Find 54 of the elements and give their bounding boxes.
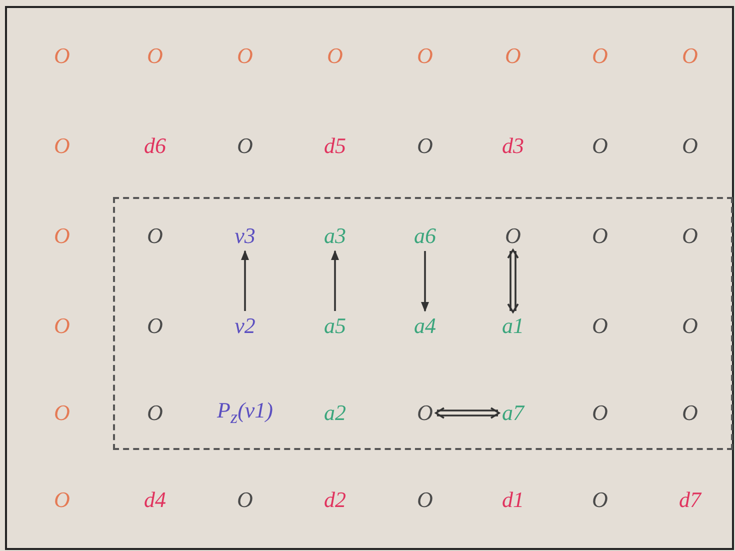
math-symbol: a6 [414, 225, 436, 247]
math-symbol: O [54, 489, 70, 511]
math-symbol: v2 [234, 315, 256, 337]
math-symbol: d6 [144, 135, 166, 157]
math-symbol: O [682, 402, 698, 424]
math-symbol: d2 [324, 489, 346, 511]
math-symbol: O [147, 45, 163, 67]
math-symbol: O [592, 402, 608, 424]
math-symbol: O [54, 135, 70, 157]
math-symbol: O [417, 135, 433, 157]
math-symbol: O [147, 402, 163, 424]
math-symbol: O [592, 489, 608, 511]
math-symbol: O [505, 225, 521, 247]
math-symbol: O [54, 225, 70, 247]
arrow [331, 250, 339, 311]
math-symbol: O [682, 315, 698, 337]
math-symbol: O [417, 45, 433, 67]
math-symbol: P$_{z}$(v1) [217, 400, 273, 426]
math-symbol: O [682, 135, 698, 157]
math-symbol: a1 [502, 315, 524, 337]
math-symbol: O [592, 45, 608, 67]
math-symbol: d5 [324, 135, 346, 157]
math-symbol: O [327, 45, 343, 67]
arrow [241, 250, 249, 311]
math-symbol: O [505, 45, 521, 67]
math-symbol: O [592, 225, 608, 247]
math-symbol: a7 [502, 402, 524, 424]
double-arrow [435, 407, 500, 419]
math-symbol: O [237, 45, 253, 67]
math-symbol: O [147, 225, 163, 247]
math-symbol: O [682, 225, 698, 247]
math-symbol: O [682, 45, 698, 67]
math-symbol: d4 [144, 489, 166, 511]
math-symbol: O [592, 315, 608, 337]
math-symbol: O [417, 489, 433, 511]
math-symbol: d1 [502, 489, 524, 511]
math-symbol: O [237, 135, 253, 157]
math-symbol: O [147, 315, 163, 337]
arrow [421, 251, 429, 312]
math-symbol: a5 [324, 315, 346, 337]
math-symbol: d7 [679, 489, 701, 511]
dashed-region [113, 197, 733, 450]
math-symbol: O [54, 45, 70, 67]
math-symbol: a4 [414, 315, 436, 337]
math-symbol: a2 [324, 402, 346, 424]
math-symbol: a3 [324, 225, 346, 247]
math-symbol: O [237, 489, 253, 511]
math-symbol: v3 [234, 225, 256, 247]
math-symbol: O [54, 402, 70, 424]
math-symbol: O [592, 135, 608, 157]
math-symbol: d3 [502, 135, 524, 157]
math-symbol: O [54, 315, 70, 337]
math-symbol: O [417, 402, 433, 424]
double-arrow [507, 249, 519, 313]
